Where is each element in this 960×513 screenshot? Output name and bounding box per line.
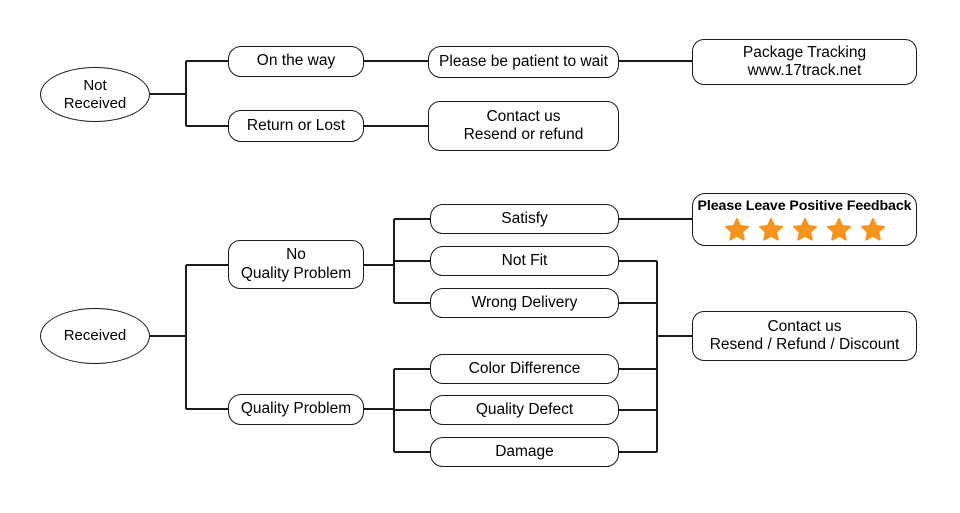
node-contact-resend-refund-discount[interactable]: Contact us Resend / Refund / Discount bbox=[692, 311, 917, 361]
node-quality-defect-label: Quality Defect bbox=[475, 400, 574, 418]
node-damage[interactable]: Damage bbox=[430, 437, 619, 467]
node-damage-label: Damage bbox=[495, 442, 554, 460]
node-package-tracking[interactable]: Package Tracking www.17track.net bbox=[692, 39, 917, 85]
node-not-received-line2: Received bbox=[63, 94, 127, 112]
node-contact-resend-refund[interactable]: Contact us Resend or refund bbox=[428, 101, 619, 151]
node-color-difference-label: Color Difference bbox=[468, 359, 581, 377]
node-please-be-patient[interactable]: Please be patient to wait bbox=[428, 46, 619, 78]
node-not-received-line1: Not bbox=[83, 76, 107, 94]
node-no-quality-problem-line2: Quality Problem bbox=[240, 264, 352, 282]
node-contact-resend-refund-line2: Resend or refund bbox=[463, 126, 584, 143]
node-received[interactable]: Received bbox=[40, 308, 150, 364]
star-rating[interactable] bbox=[724, 217, 886, 243]
star-icon[interactable] bbox=[860, 217, 886, 243]
star-icon[interactable] bbox=[758, 217, 784, 243]
node-satisfy[interactable]: Satisfy bbox=[430, 204, 619, 234]
node-return-or-lost-label: Return or Lost bbox=[246, 116, 346, 134]
node-on-the-way-label: On the way bbox=[256, 52, 336, 70]
node-contact-resend-refund-line1: Contact us bbox=[486, 107, 561, 125]
node-package-tracking-url: www.17track.net bbox=[747, 62, 862, 79]
node-quality-defect[interactable]: Quality Defect bbox=[430, 395, 619, 425]
node-positive-feedback[interactable]: Please Leave Positive Feedback bbox=[692, 193, 917, 246]
node-wrong-delivery-label: Wrong Delivery bbox=[471, 293, 578, 311]
node-please-be-patient-label: Please be patient to wait bbox=[439, 52, 608, 70]
star-icon[interactable] bbox=[724, 217, 750, 243]
node-on-the-way[interactable]: On the way bbox=[228, 46, 364, 77]
node-no-quality-problem[interactable]: No Quality Problem bbox=[228, 240, 364, 289]
feedback-title: Please Leave Positive Feedback bbox=[697, 198, 912, 214]
node-package-tracking-line1: Package Tracking bbox=[742, 43, 867, 61]
node-return-or-lost[interactable]: Return or Lost bbox=[228, 110, 364, 142]
node-satisfy-label: Satisfy bbox=[501, 209, 548, 227]
node-contact-discount-line1: Contact us bbox=[767, 317, 842, 335]
node-not-fit[interactable]: Not Fit bbox=[430, 246, 619, 276]
node-received-line1: Received bbox=[63, 327, 127, 345]
node-not-fit-label: Not Fit bbox=[501, 251, 548, 269]
node-wrong-delivery[interactable]: Wrong Delivery bbox=[430, 288, 619, 318]
node-not-received[interactable]: Not Received bbox=[40, 67, 150, 122]
node-no-quality-problem-line1: No bbox=[286, 246, 306, 264]
node-color-difference[interactable]: Color Difference bbox=[430, 354, 619, 384]
node-quality-problem[interactable]: Quality Problem bbox=[228, 394, 364, 425]
node-quality-problem-label: Quality Problem bbox=[240, 400, 352, 418]
node-contact-discount-line2: Resend / Refund / Discount bbox=[709, 336, 900, 353]
star-icon[interactable] bbox=[826, 217, 852, 243]
star-icon[interactable] bbox=[792, 217, 818, 243]
